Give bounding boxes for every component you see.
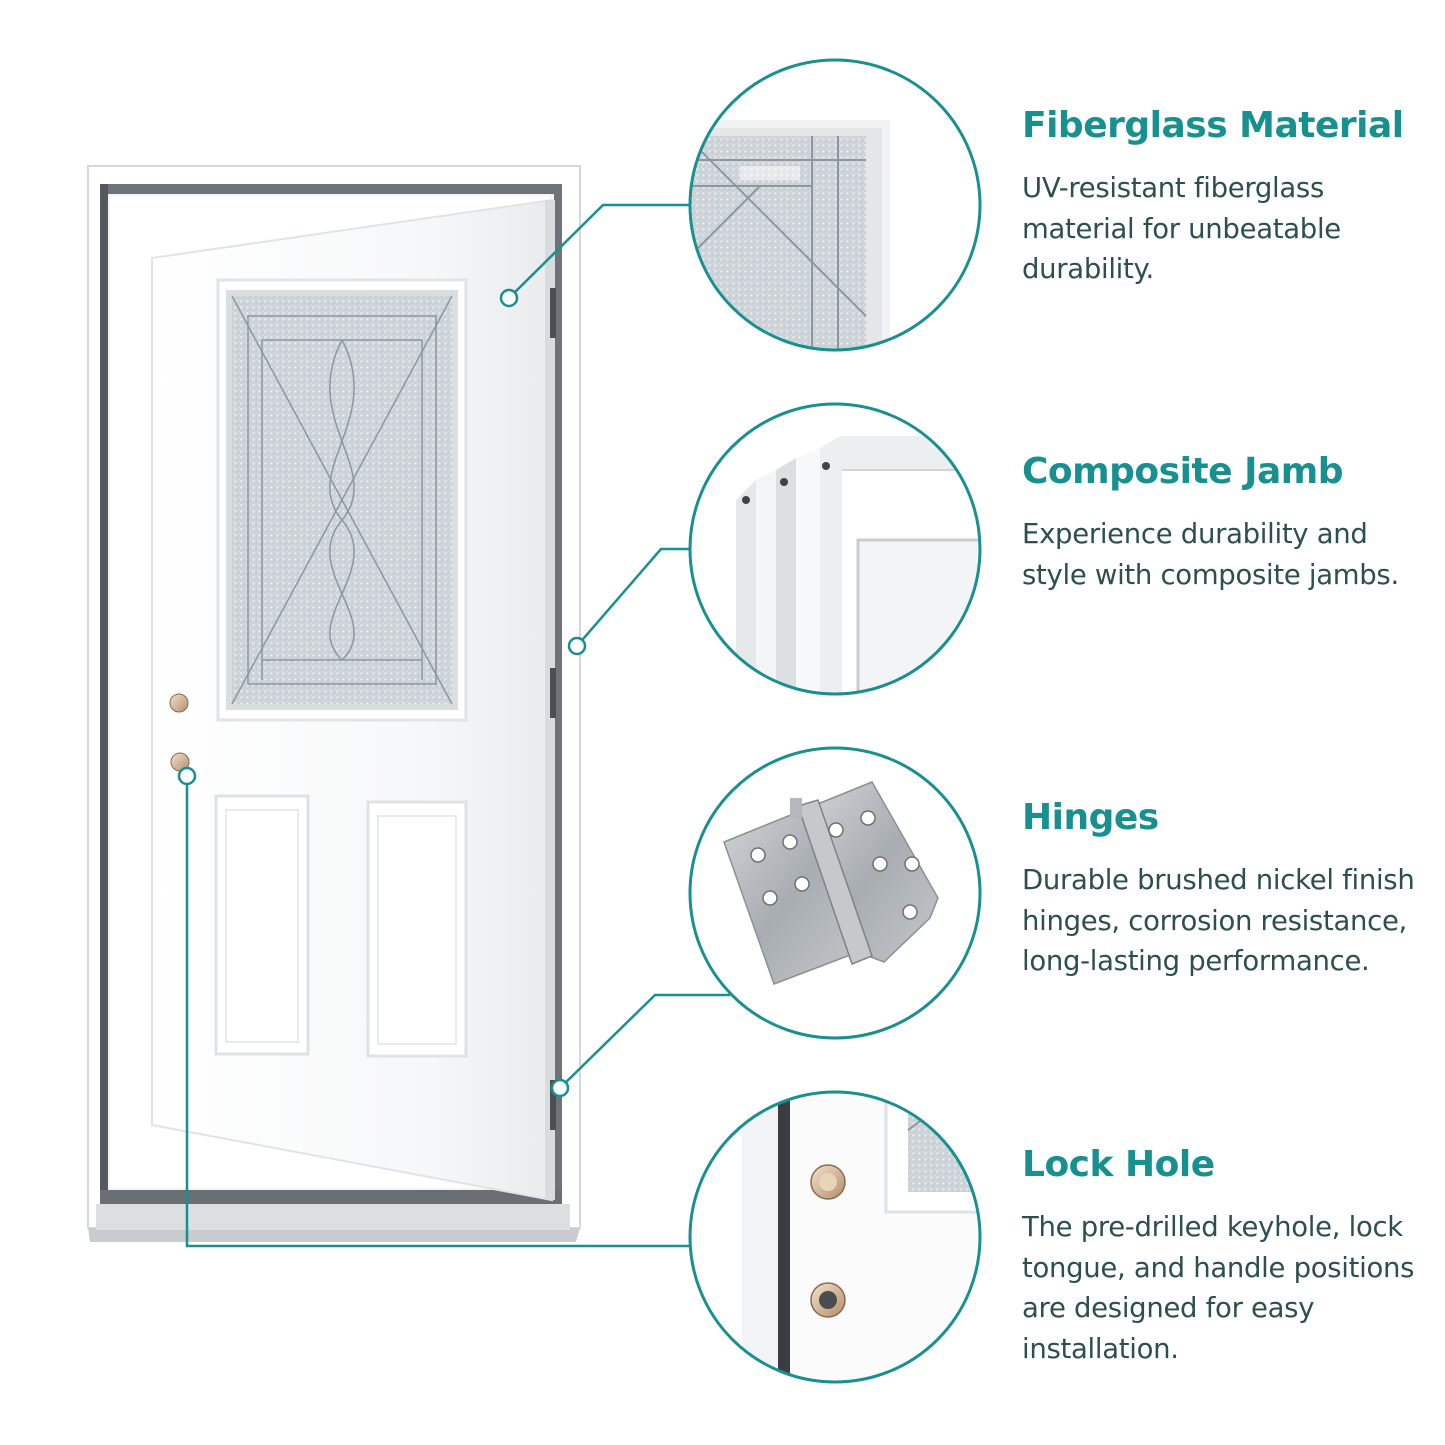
threshold — [88, 1228, 580, 1242]
feature-title: Composite Jamb — [1022, 451, 1344, 492]
callout-dot-lock — [177, 766, 197, 786]
feature-description: UV-resistant fiberglass material for unb… — [1022, 172, 1341, 285]
jamb-profile-closeup-icon — [688, 402, 982, 696]
feature-description: Experience durability and style with com… — [1022, 518, 1399, 591]
hinge-bottom — [550, 1080, 556, 1130]
lower-panel-right — [366, 800, 468, 1058]
hinge-top — [550, 288, 556, 338]
feature-title: Hinges — [1022, 797, 1159, 838]
lock-hole-closeup-icon — [688, 1090, 982, 1384]
callout-dot-jamb — [567, 636, 587, 656]
hinge-closeup-icon — [688, 746, 982, 1040]
feature-fiberglass: Fiberglass Material UV-resistant fibergl… — [1022, 104, 1422, 290]
callout-dot-fiberglass — [499, 288, 519, 308]
feature-description: The pre-drilled keyhole, lock tongue, an… — [1022, 1211, 1415, 1365]
callout-lines — [185, 203, 730, 1248]
feature-hinges: Hinges Durable brushed nickel finish hin… — [1022, 796, 1422, 982]
hinge-middle — [550, 668, 556, 718]
feature-composite-jamb: Composite Jamb Experience durability and… — [1022, 450, 1422, 595]
feature-description: Durable brushed nickel finish hinges, co… — [1022, 864, 1415, 977]
glass-panel-closeup-icon — [688, 58, 982, 352]
feature-lock-hole: Lock Hole The pre-drilled keyhole, lock … — [1022, 1143, 1422, 1369]
deadbolt-bore — [169, 693, 189, 713]
feature-title: Fiberglass Material — [1022, 105, 1404, 146]
door-assembly — [87, 165, 581, 1242]
callout-dot-hinges — [550, 1078, 570, 1098]
feature-title: Lock Hole — [1022, 1144, 1215, 1185]
lower-panel-left — [214, 794, 310, 1056]
